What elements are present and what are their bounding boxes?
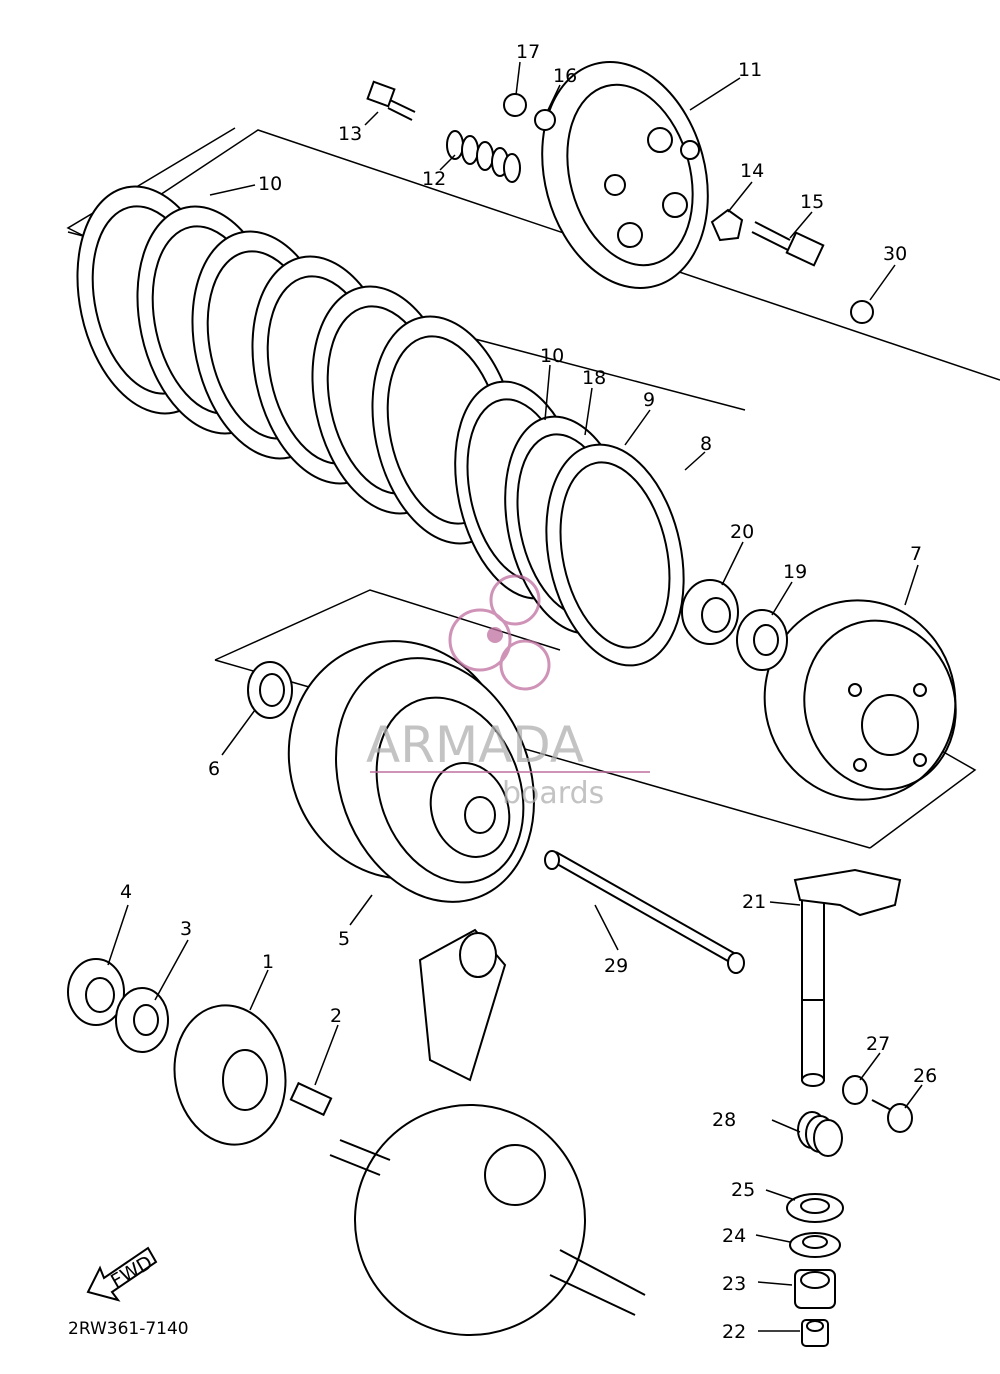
callout-17: 17 xyxy=(516,41,540,63)
callout-3: 3 xyxy=(180,918,192,940)
push-rod xyxy=(544,850,745,974)
callout-24: 24 xyxy=(722,1225,746,1247)
key-2 xyxy=(289,1081,333,1117)
thrust-washer-6 xyxy=(247,661,293,719)
callout-11: 11 xyxy=(738,59,762,81)
bolt-26 xyxy=(871,1099,913,1133)
nut-20 xyxy=(681,579,739,645)
clutch-spring-12 xyxy=(446,130,521,183)
washer-16 xyxy=(534,109,556,131)
primary-drive-gear xyxy=(173,1004,287,1146)
washer-27 xyxy=(842,1075,868,1105)
return-spring-28 xyxy=(797,1111,843,1157)
callout-20: 20 xyxy=(730,521,754,543)
callout-12: 12 xyxy=(422,168,446,190)
callout-13: 13 xyxy=(338,123,362,145)
clutch-housing xyxy=(287,640,535,903)
lock-washer-3 xyxy=(115,987,169,1053)
callout-8: 8 xyxy=(700,433,712,455)
callout-26: 26 xyxy=(913,1065,937,1087)
fwd-arrow-icon: FWD xyxy=(86,1246,158,1302)
callout-2: 2 xyxy=(330,1005,342,1027)
callout-10-top: 10 xyxy=(258,173,282,195)
callout-9: 9 xyxy=(643,389,655,411)
push-lever-shaft xyxy=(793,868,902,1087)
callout-5: 5 xyxy=(338,928,350,950)
callout-29: 29 xyxy=(604,955,628,977)
callout-7: 7 xyxy=(910,543,922,565)
callout-28: 28 xyxy=(712,1109,736,1131)
friction-plate-stack xyxy=(76,185,685,667)
locknut-14 xyxy=(710,208,744,242)
callout-21: 21 xyxy=(742,891,766,913)
callout-6: 6 xyxy=(208,758,220,780)
watermark-brand: ARMADA xyxy=(366,716,584,774)
callout-labels: 17 16 11 13 12 14 15 30 10 10 18 9 8 20 … xyxy=(120,41,937,1343)
callout-23: 23 xyxy=(722,1273,746,1295)
bolt-13 xyxy=(366,80,416,121)
callout-4: 4 xyxy=(120,881,132,903)
primary-driven-gear xyxy=(763,599,957,801)
watermark-sub: boards xyxy=(502,776,604,811)
callout-25: 25 xyxy=(731,1179,755,1201)
callout-16: 16 xyxy=(553,65,577,87)
callout-19: 19 xyxy=(783,561,807,583)
lock-washer-19 xyxy=(736,609,788,671)
leader-lines xyxy=(107,61,923,1332)
callout-18: 18 xyxy=(582,367,606,389)
bearing-24 xyxy=(789,1232,841,1258)
collar-22 xyxy=(801,1319,829,1347)
nut-4 xyxy=(67,958,125,1026)
callout-27: 27 xyxy=(866,1033,890,1055)
bearing-23 xyxy=(794,1269,836,1309)
callout-10-mid: 10 xyxy=(540,345,564,367)
callout-15: 15 xyxy=(800,191,824,213)
callout-1: 1 xyxy=(262,951,274,973)
adjusting-screw-15 xyxy=(751,221,825,267)
callout-22: 22 xyxy=(722,1321,746,1343)
pressure-plate xyxy=(541,61,709,289)
nut-17 xyxy=(503,93,527,117)
callout-30: 30 xyxy=(883,243,907,265)
ball-30 xyxy=(850,300,874,324)
diagram-code: 2RW361-7140 xyxy=(68,1319,189,1339)
crankshaft xyxy=(329,928,646,1336)
oil-seal-25 xyxy=(786,1193,844,1223)
armada-watermark: ARMADA boards xyxy=(366,574,650,811)
callout-14: 14 xyxy=(740,160,764,182)
